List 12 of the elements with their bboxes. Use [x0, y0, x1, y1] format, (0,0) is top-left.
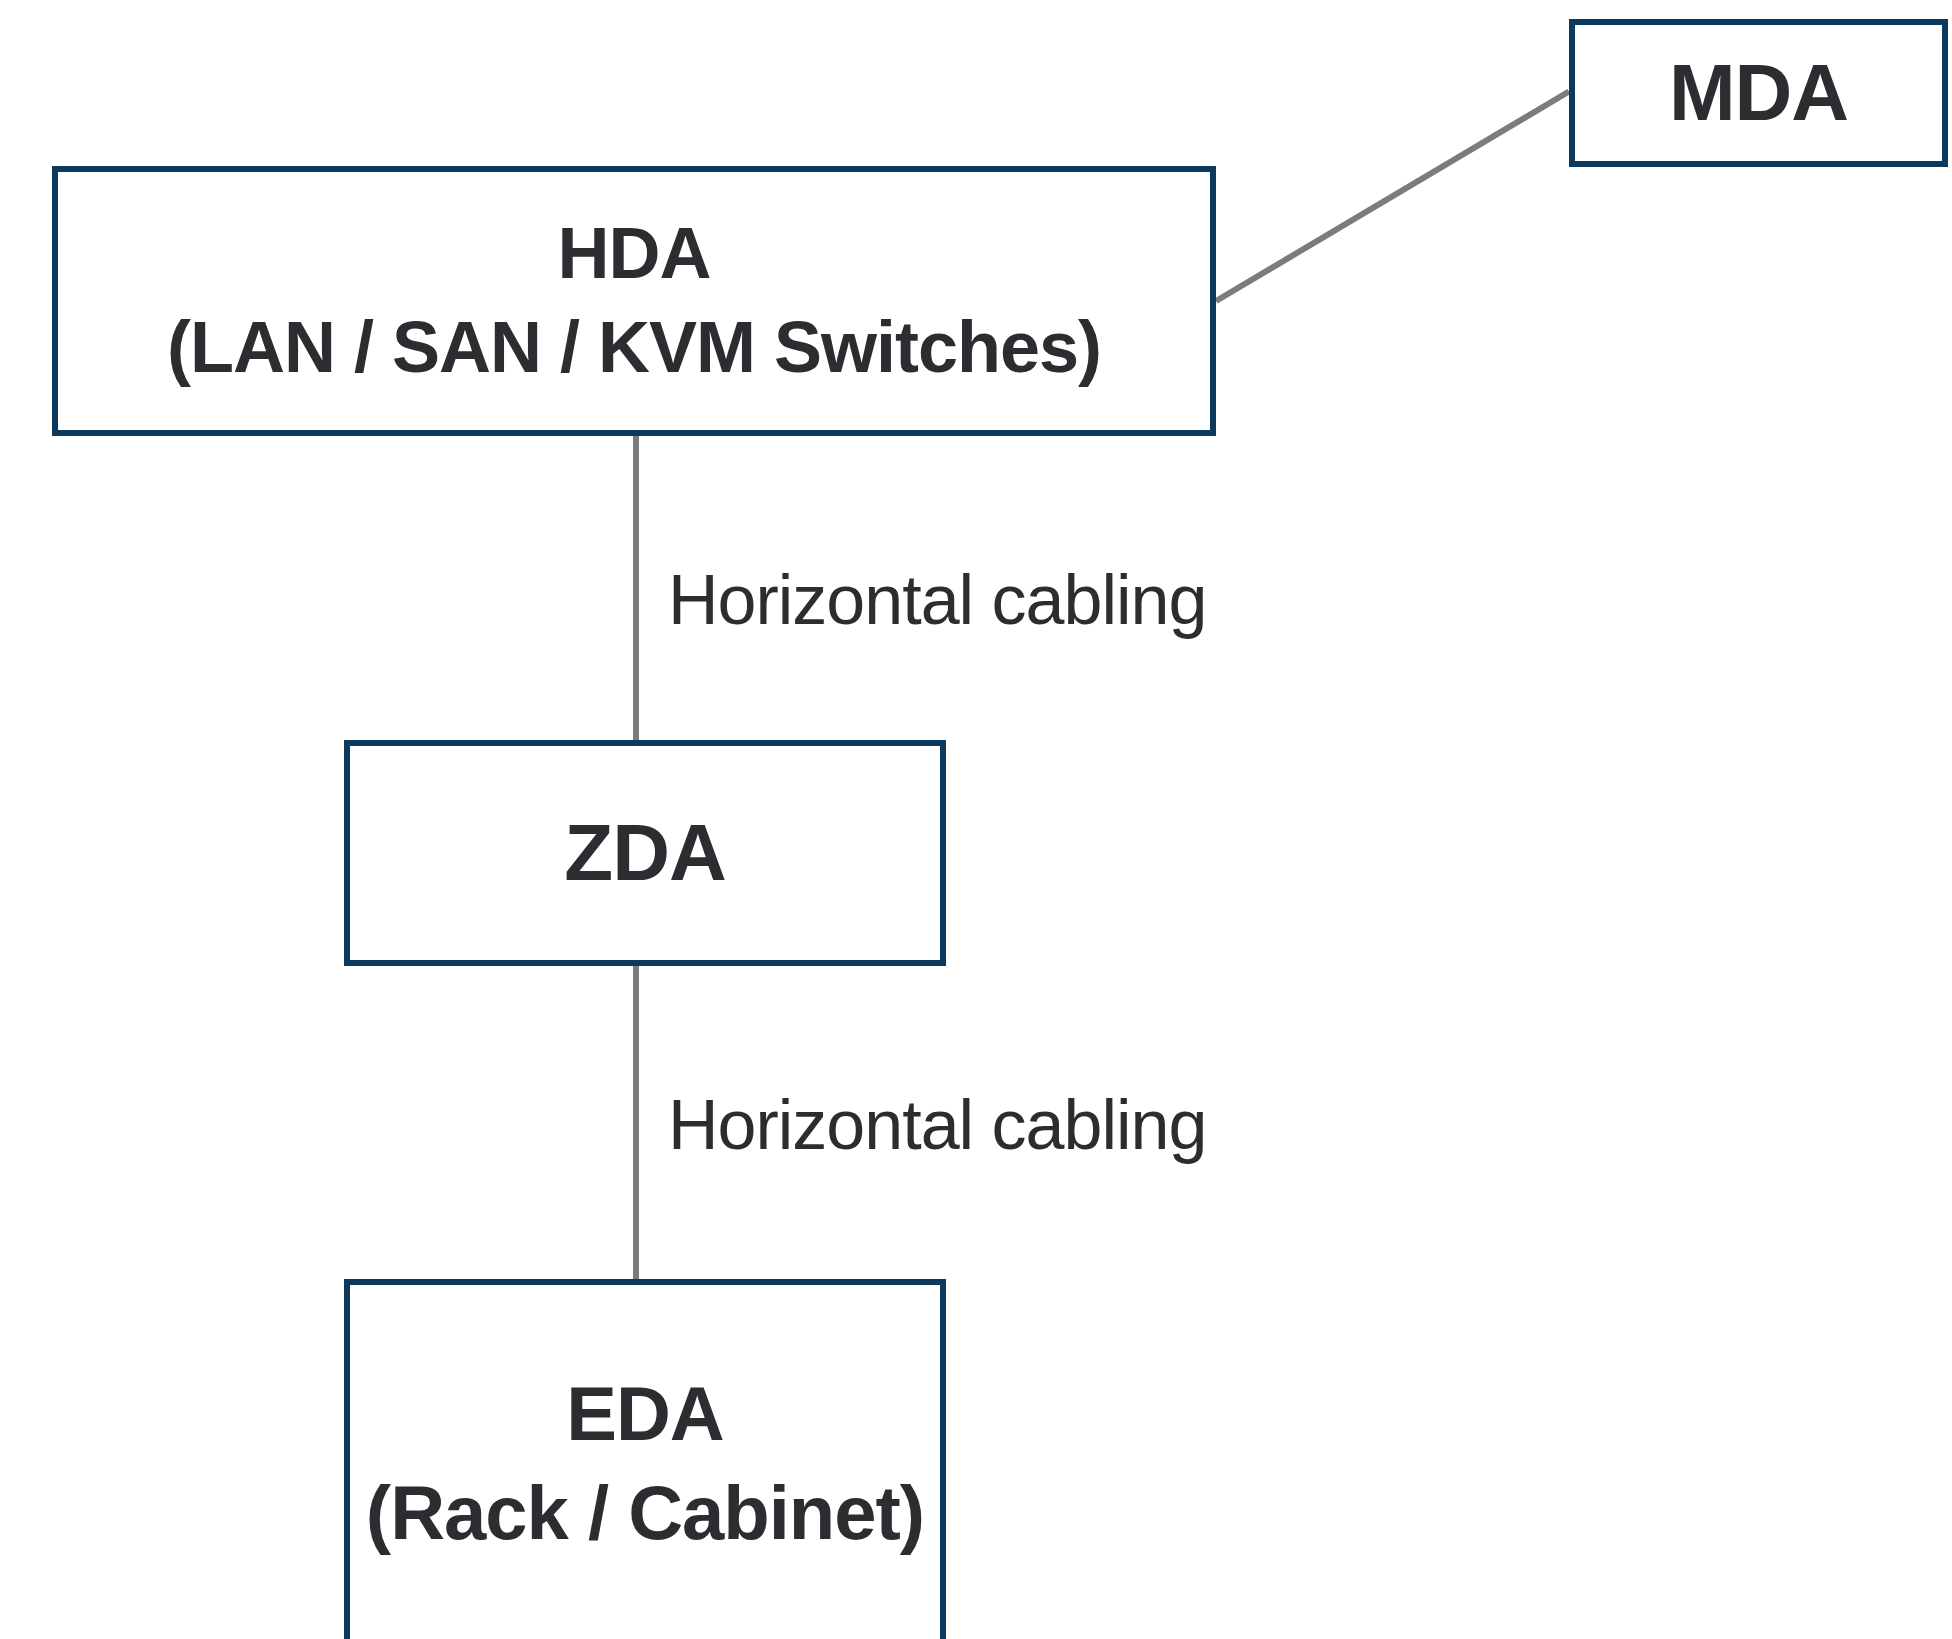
area-box [52, 166, 1216, 436]
area-name: EDA [566, 1370, 724, 1458]
area-name: MDA [1668, 47, 1849, 139]
connector-line [633, 436, 639, 740]
area-name: ZDA [564, 807, 726, 899]
area-box [344, 1279, 946, 1639]
area-description: (Rack / Cabinet) [365, 1468, 925, 1557]
connector-line [633, 966, 639, 1279]
area-box [1569, 19, 1948, 167]
area-name: HDA [557, 212, 711, 296]
area-description: (LAN / SAN / KVM Switches) [166, 306, 1102, 389]
area-box [344, 740, 946, 966]
